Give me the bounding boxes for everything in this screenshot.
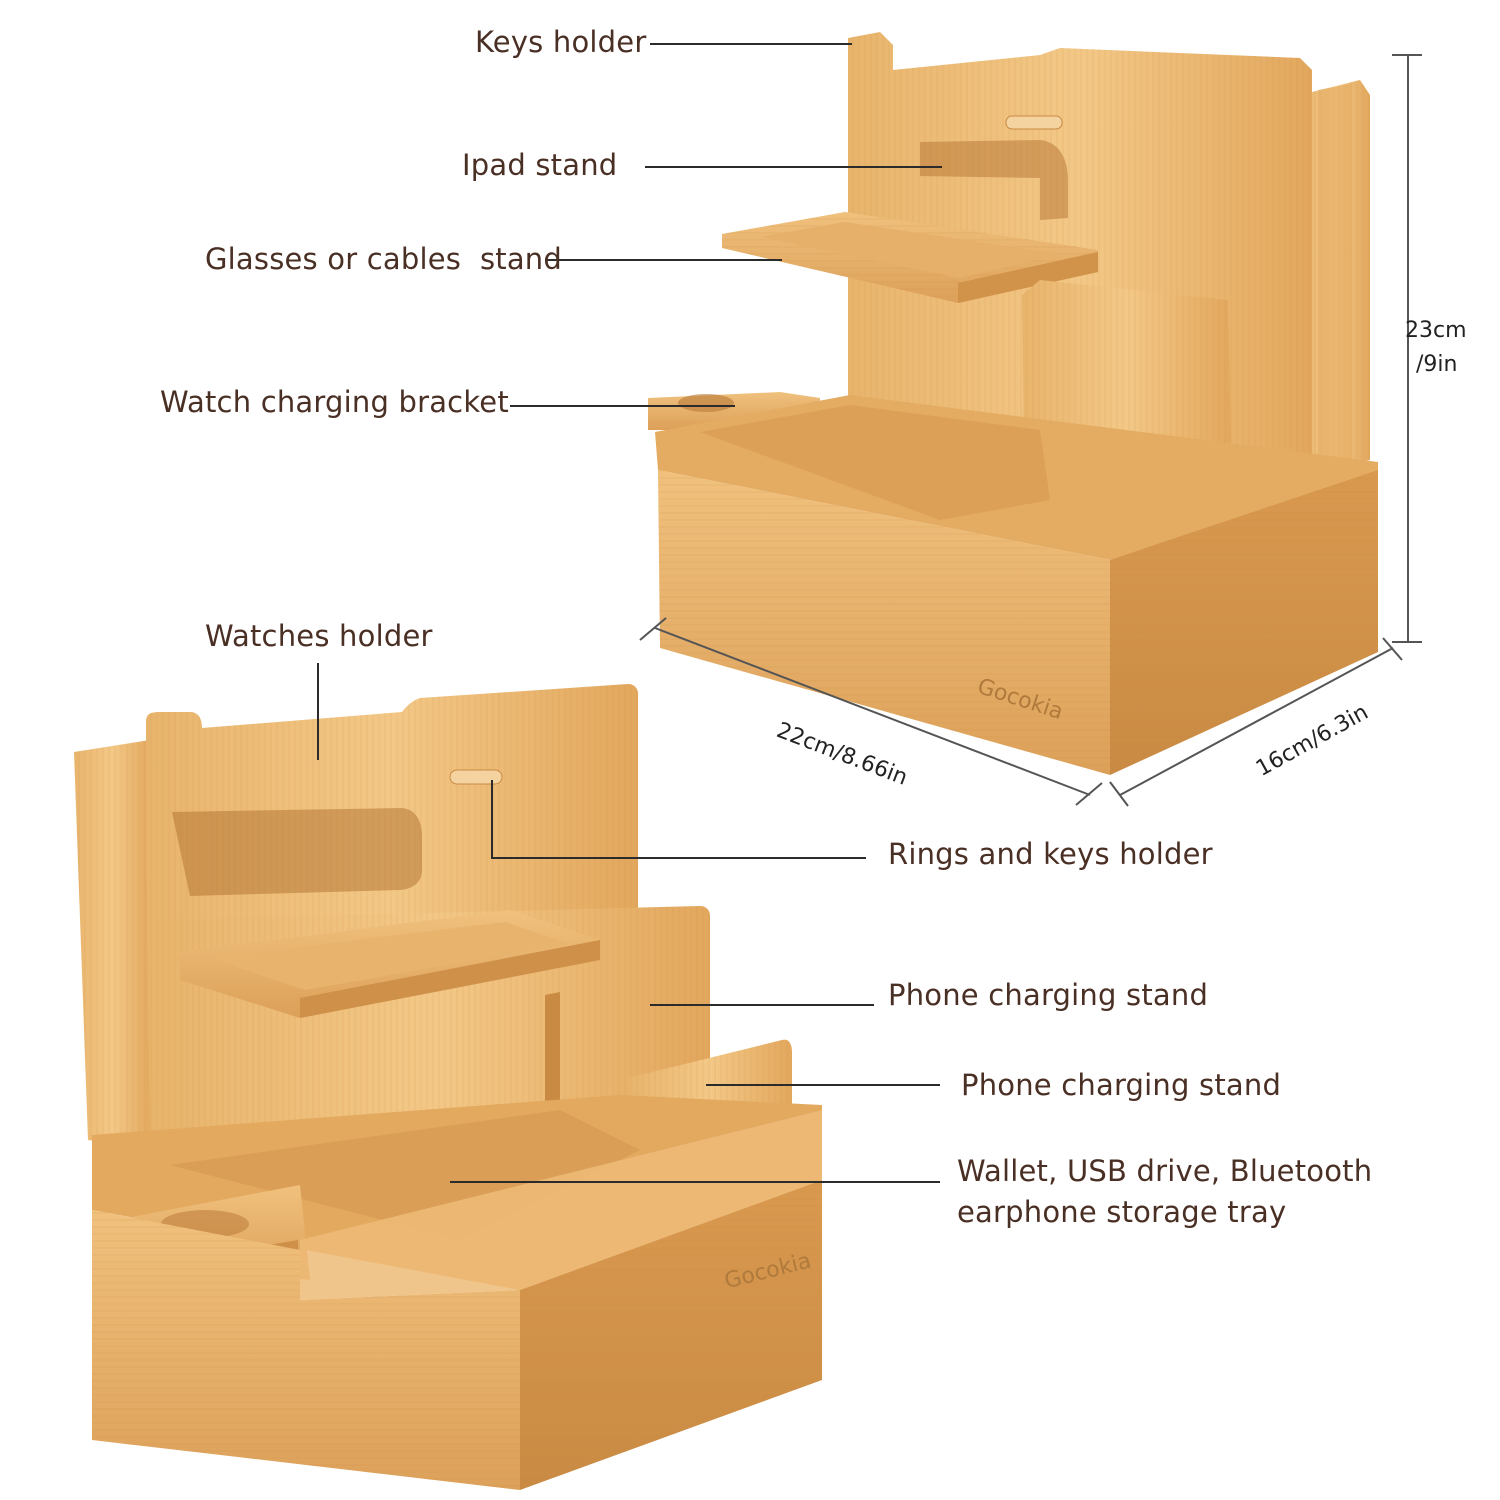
bottom-product-view: [74, 684, 822, 1490]
label-glasses-stand: Glasses or cables stand: [205, 242, 562, 276]
height-dimension-line2: /9in: [1416, 352, 1458, 377]
label-watch-bracket: Watch charging bracket: [160, 385, 509, 419]
top-product-view: [648, 32, 1378, 775]
label-ipad-stand: Ipad stand: [462, 148, 618, 182]
label-phone-stand-1: Phone charging stand: [888, 978, 1209, 1012]
label-keys-holder: Keys holder: [475, 25, 647, 59]
label-tray-line2: earphone storage tray: [957, 1195, 1287, 1229]
dimension-lines: [639, 54, 1422, 807]
label-phone-stand-2: Phone charging stand: [961, 1068, 1282, 1102]
label-watches-holder: Watches holder: [205, 619, 433, 653]
height-dimension-line1: 23cm: [1405, 318, 1467, 343]
label-tray-line1: Wallet, USB drive, Bluetooth: [957, 1154, 1373, 1188]
label-rings-keys-holder: Rings and keys holder: [888, 837, 1213, 871]
leader-lines: [317, 43, 942, 1183]
